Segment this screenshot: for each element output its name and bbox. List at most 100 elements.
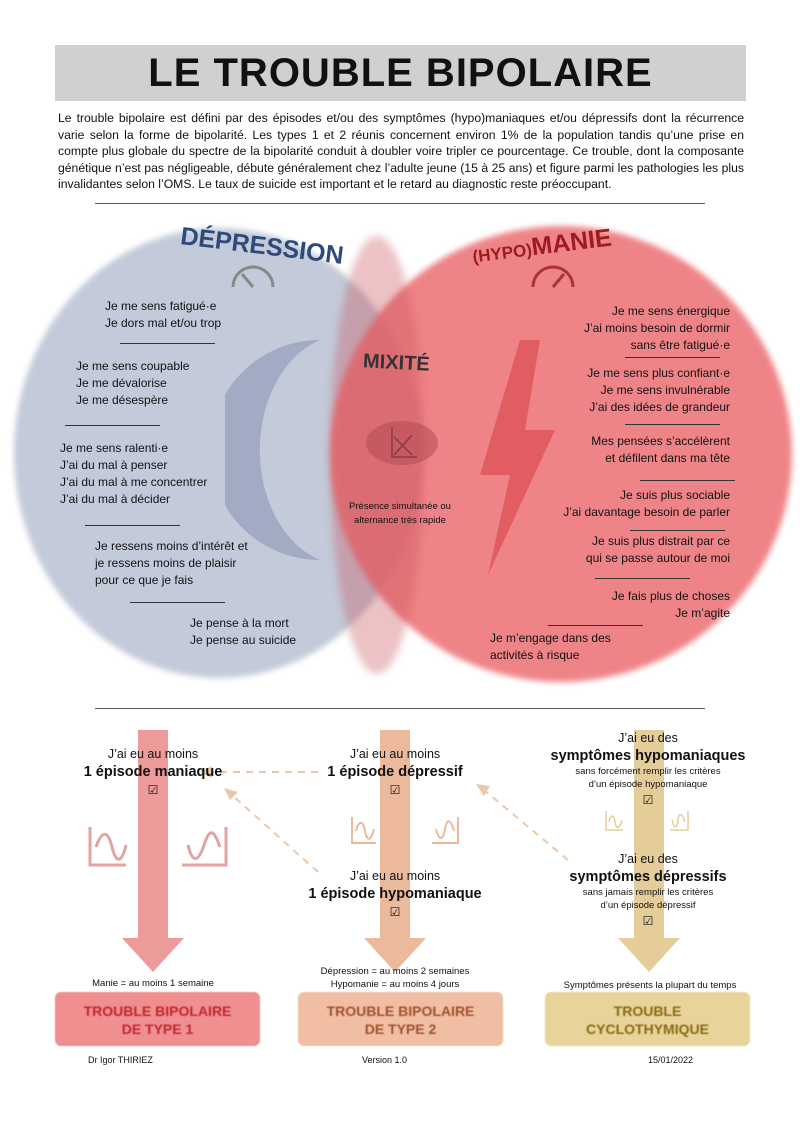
symptom-line: J’ai des idées de grandeur [589,400,730,414]
wave-down-icon [670,811,689,831]
separator [85,525,180,526]
cyclo-duration: Symptômes présents la plupart du temps [563,980,737,991]
cyclo-arrowhead [618,938,680,972]
footer-author: Dr Igor THIRIEZ [88,1055,153,1065]
mixite-title: MIXITÉ [362,350,431,376]
mixite-desc-1: Présence simultanée ou [349,501,451,512]
symptom-line: Je suis plus distrait par ce [591,534,730,548]
type1-duration: Manie = au moins 1 semaine [92,978,214,989]
symptom-line: Je m’engage dans des [490,631,611,645]
checkbox-icon: ☑ [389,905,401,919]
symptom-line: Je dors mal et/ou trop [105,316,222,330]
symptom-line: et défilent dans ma tête [605,451,730,465]
criterion-main: 1 épisode hypomaniaque [308,886,482,902]
symptom-group: Je m’engage dans des activités à risque [490,630,611,664]
symptom-line: Je me sens énergique [611,304,730,318]
symptom-line: Je m’agite [675,606,730,620]
type2-criterion-depressive: J’ai eu au moins 1 épisode dépressif ☑ [295,745,495,799]
criterion-intro: J’ai eu au moins [349,869,441,883]
symptom-line: Je ressens moins d’intérêt et [95,539,248,553]
symptom-line: je ressens moins de plaisir [95,556,237,570]
separator [595,578,690,579]
separator [630,530,725,531]
symptom-line: Je fais plus de choses [611,589,730,603]
symptom-group: Mes pensées s’accélèrent et défilent dans… [591,433,730,467]
separator [65,425,160,426]
symptom-group: Je ressens moins d’intérêt et je ressens … [95,538,248,589]
type1-arrowhead [122,938,184,972]
symptom-line: Je me sens ralenti·e [60,441,169,455]
separator [130,602,225,603]
criterion-intro: J’ai eu au moins [107,747,199,761]
symptom-line: Mes pensées s’accélèrent [591,434,730,448]
type2-box: TROUBLE BIPOLAIRE DE TYPE 2 [298,992,503,1046]
separator [548,625,643,626]
lightning-icon [480,340,555,575]
type2-criterion-hypomanic: J’ai eu au moins 1 épisode hypomaniaque ☑ [275,867,515,921]
wave-up-icon [605,811,623,831]
cyclo-box: TROUBLE CYCLOTHYMIQUE [545,992,750,1046]
type1-bar [138,730,168,940]
type1-box: TROUBLE BIPOLAIRE DE TYPE 1 [55,992,260,1046]
symptom-group: Je suis plus distrait par ce qui se passe… [586,533,730,567]
symptom-line: sans être fatigué·e [630,338,730,352]
type2-arrowhead [364,938,426,972]
box-label: DE TYPE 2 [364,1021,437,1037]
criterion-intro: J’ai eu des [618,731,678,745]
symptom-line: qui se passe autour de moi [585,551,730,565]
symptom-line: J’ai moins besoin de dormir [583,321,730,335]
box-label: TROUBLE BIPOLAIRE [326,1003,475,1019]
criterion-note: sans jamais remplir les critères [582,887,714,898]
wave-down-icon [182,827,228,867]
symptom-line: Je suis plus sociable [619,488,730,502]
criterion-intro: J’ai eu des [618,852,678,866]
symptom-line: Je me sens plus confiant·e [587,366,730,380]
checkbox-icon: ☑ [642,793,654,807]
symptom-line: Je me désespère [76,393,169,407]
footer-version: Version 1.0 [362,1055,408,1065]
cyclo-criterion-hypomanic: J’ai eu des symptômes hypomaniaques sans … [538,729,758,809]
symptom-line: J’ai du mal à penser [60,458,168,472]
symptom-line: J’ai du mal à décider [60,492,171,506]
checkbox-icon: ☑ [642,914,654,928]
box-label: TROUBLE [613,1003,682,1019]
moon-icon [225,340,320,560]
separator [640,480,735,481]
symptom-line: J’ai davantage besoin de parler [563,505,730,519]
divider [95,708,705,709]
footer-date: 15/01/2022 [648,1055,694,1065]
type2-duration-depression: Dépression = au moins 2 semaines [320,966,470,977]
symptom-line: Je me sens coupable [76,359,190,373]
mixite-description: Présence simultanée ou alternance très ra… [330,500,470,528]
symptom-line: Je me sens fatigué·e [105,299,217,313]
symptom-line: Je pense à la mort [190,616,289,630]
mixite-desc-2: alternance très rapide [354,515,446,526]
symptom-line: Je pense au suicide [190,633,297,647]
criterion-note: sans forcément remplir les critères [575,766,721,777]
box-label: DE TYPE 1 [121,1021,194,1037]
separator [120,343,215,344]
cloud-chart-icon [366,421,438,465]
wave-down-icon [432,817,459,844]
wave-up-icon [88,827,128,867]
criterion-main: 1 épisode dépressif [327,764,463,780]
divider [95,203,705,204]
symptom-group: Je pense à la mort Je pense au suicide [190,615,296,649]
symptom-line: activités à risque [490,648,580,662]
mania-title-prefix: (HYPO) [471,240,533,267]
box-label: CYCLOTHYMIQUE [586,1021,709,1037]
separator [625,357,720,358]
checkbox-icon: ☑ [389,783,401,797]
box-label: TROUBLE BIPOLAIRE [83,1003,232,1019]
symptom-group: Je me sens fatigué·e Je dors mal et/ou tr… [105,298,221,332]
criterion-main: 1 épisode maniaque [83,764,223,780]
cyclo-bar [634,730,664,940]
page-title: LE TROUBLE BIPOLAIRE [55,45,746,101]
criterion-intro: J’ai eu au moins [349,747,441,761]
symptom-line: Je me dévalorise [76,376,167,390]
criterion-main: symptômes hypomaniaques [550,748,746,764]
gauge-low-icon [231,265,275,288]
